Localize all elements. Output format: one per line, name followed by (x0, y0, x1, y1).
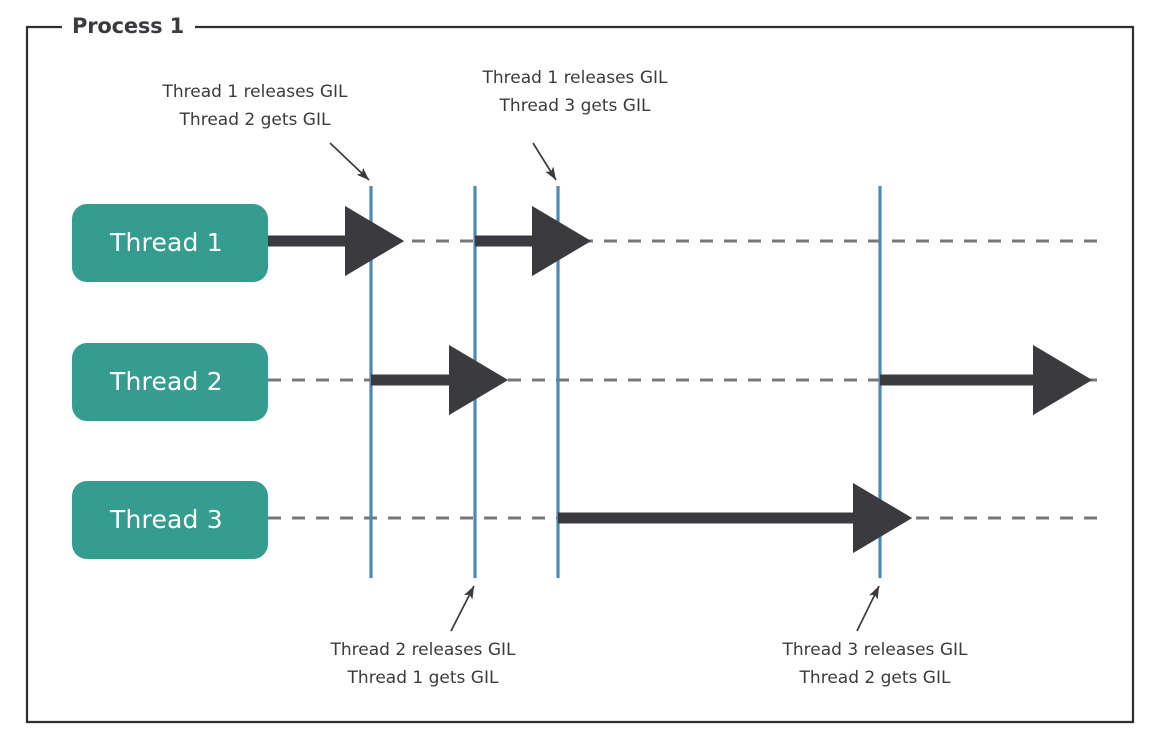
page-title: Process 1 (62, 14, 194, 38)
thread-label-3: Thread 3 (110, 505, 223, 534)
annotation-top-left-line1: Thread 1 releases GIL (162, 82, 348, 102)
pointer-bottom-right (856, 585, 880, 632)
thread-box-3 (72, 481, 268, 559)
execution-arrows (268, 205, 1093, 554)
annotation-bottom-left: Thread 2 releases GIL Thread 1 gets GIL (306, 636, 540, 692)
annotation-top-right-line2: Thread 3 gets GIL (499, 96, 651, 116)
pointer-bottom-left (450, 585, 475, 632)
thread-box-2 (72, 343, 268, 421)
annotation-bottom-right: Thread 3 releases GIL Thread 2 gets GIL (758, 636, 992, 692)
annotation-pointers (329, 142, 880, 632)
annotation-top-left-line2: Thread 2 gets GIL (179, 110, 331, 130)
annotation-bottom-left-line1: Thread 2 releases GIL (330, 640, 516, 660)
annotation-top-right: Thread 1 releases GIL Thread 3 gets GIL (467, 64, 683, 120)
annotation-top-right-line1: Thread 1 releases GIL (482, 68, 668, 88)
pointer-top-left (329, 142, 370, 181)
annotation-bottom-right-line1: Thread 3 releases GIL (782, 640, 968, 660)
annotation-top-left: Thread 1 releases GIL Thread 2 gets GIL (147, 78, 363, 134)
pointer-top-right (532, 142, 557, 181)
thread-label-2: Thread 2 (110, 367, 223, 396)
annotation-bottom-right-line2: Thread 2 gets GIL (799, 668, 951, 688)
thread-box-1 (72, 204, 268, 282)
process-frame (25, 25, 1135, 724)
annotation-bottom-left-line2: Thread 1 gets GIL (347, 668, 499, 688)
thread-label-1: Thread 1 (110, 228, 223, 257)
